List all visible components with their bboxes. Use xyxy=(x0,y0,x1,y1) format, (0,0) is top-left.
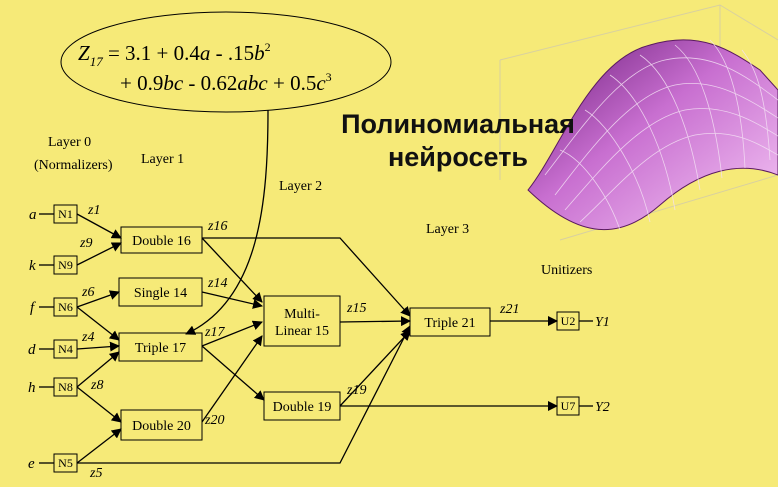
signal-z15: z15 xyxy=(346,301,366,316)
node-triple-21-label: Triple 21 xyxy=(424,316,475,331)
unitizers-label: Unitizers xyxy=(541,263,592,278)
layer-2-label: Layer 2 xyxy=(279,179,322,194)
input-d-label: d xyxy=(28,342,36,358)
node-u7-label: U7 xyxy=(561,399,576,413)
formula-connector xyxy=(185,109,269,335)
node-n9 xyxy=(53,255,78,275)
layer-1-label: Layer 1 xyxy=(141,152,184,167)
node-double-19-label: Double 19 xyxy=(273,400,332,415)
node-triple-17-label: Triple 17 xyxy=(135,341,186,356)
node-triple-21 xyxy=(409,307,491,337)
node-double-16 xyxy=(120,226,203,254)
input-h-label: h xyxy=(28,380,36,396)
node-single-14 xyxy=(118,277,203,307)
connections xyxy=(39,213,593,464)
layer-3-label: Layer 3 xyxy=(426,222,469,237)
signal-z9: z9 xyxy=(79,236,92,251)
node-n6 xyxy=(53,297,78,317)
node-double-20-label: Double 20 xyxy=(132,419,191,434)
layer-0-label: Layer 0 xyxy=(48,135,91,150)
node-multilinear-15-label-2: Linear 15 xyxy=(275,324,329,339)
signal-z17: z17 xyxy=(204,325,225,340)
node-double-20 xyxy=(120,409,203,441)
signal-z5: z5 xyxy=(89,466,102,481)
node-n9-label: N9 xyxy=(58,258,73,272)
node-single-14-label: Single 14 xyxy=(134,286,187,301)
node-n5-label: N5 xyxy=(58,456,73,470)
signal-z4: z4 xyxy=(81,330,94,345)
signal-z1: z1 xyxy=(87,203,100,218)
node-n5 xyxy=(53,453,78,473)
node-n1 xyxy=(53,204,78,224)
output-y2-label: Y2 xyxy=(595,400,610,415)
formula-line-1: Z17 = 3.1 + 0.4a - .15b2 xyxy=(78,40,271,69)
input-e-label: e xyxy=(28,456,35,472)
formula-ellipse xyxy=(60,11,392,113)
node-u2 xyxy=(556,311,580,331)
node-triple-17 xyxy=(118,332,203,362)
signal-z8: z8 xyxy=(90,378,103,393)
node-u2-label: U2 xyxy=(561,314,576,328)
input-k-label: k xyxy=(29,258,36,274)
node-multilinear-15 xyxy=(263,295,341,347)
signal-z6: z6 xyxy=(81,285,94,300)
node-n8-label: N8 xyxy=(58,380,73,394)
formula-line-2: + 0.9bc - 0.62abc + 0.5c3 xyxy=(120,70,332,95)
title-line-2: нейросеть xyxy=(388,142,528,172)
node-n6-label: N6 xyxy=(58,300,73,314)
node-n4 xyxy=(53,339,78,359)
node-double-16-label: Double 16 xyxy=(132,234,191,249)
node-multilinear-15-label-1: Multi- xyxy=(284,307,320,322)
node-n8 xyxy=(53,377,78,397)
node-n1-label: N1 xyxy=(58,207,73,221)
output-y1-label: Y1 xyxy=(595,315,610,330)
signal-z16: z16 xyxy=(207,219,227,234)
node-double-19 xyxy=(263,391,341,421)
signal-z20: z20 xyxy=(204,413,224,428)
input-a-label: a xyxy=(29,207,37,223)
surface-plot-image xyxy=(499,4,778,241)
signal-z14: z14 xyxy=(207,276,227,291)
layer-0-sublabel: (Normalizers) xyxy=(34,158,113,173)
input-f-label: f xyxy=(30,300,36,316)
node-n4-label: N4 xyxy=(58,342,73,356)
node-u7 xyxy=(556,396,580,416)
signal-z19: z19 xyxy=(346,383,366,398)
title-line-1: Полиномиальная xyxy=(341,109,575,139)
signal-z21: z21 xyxy=(499,302,519,317)
